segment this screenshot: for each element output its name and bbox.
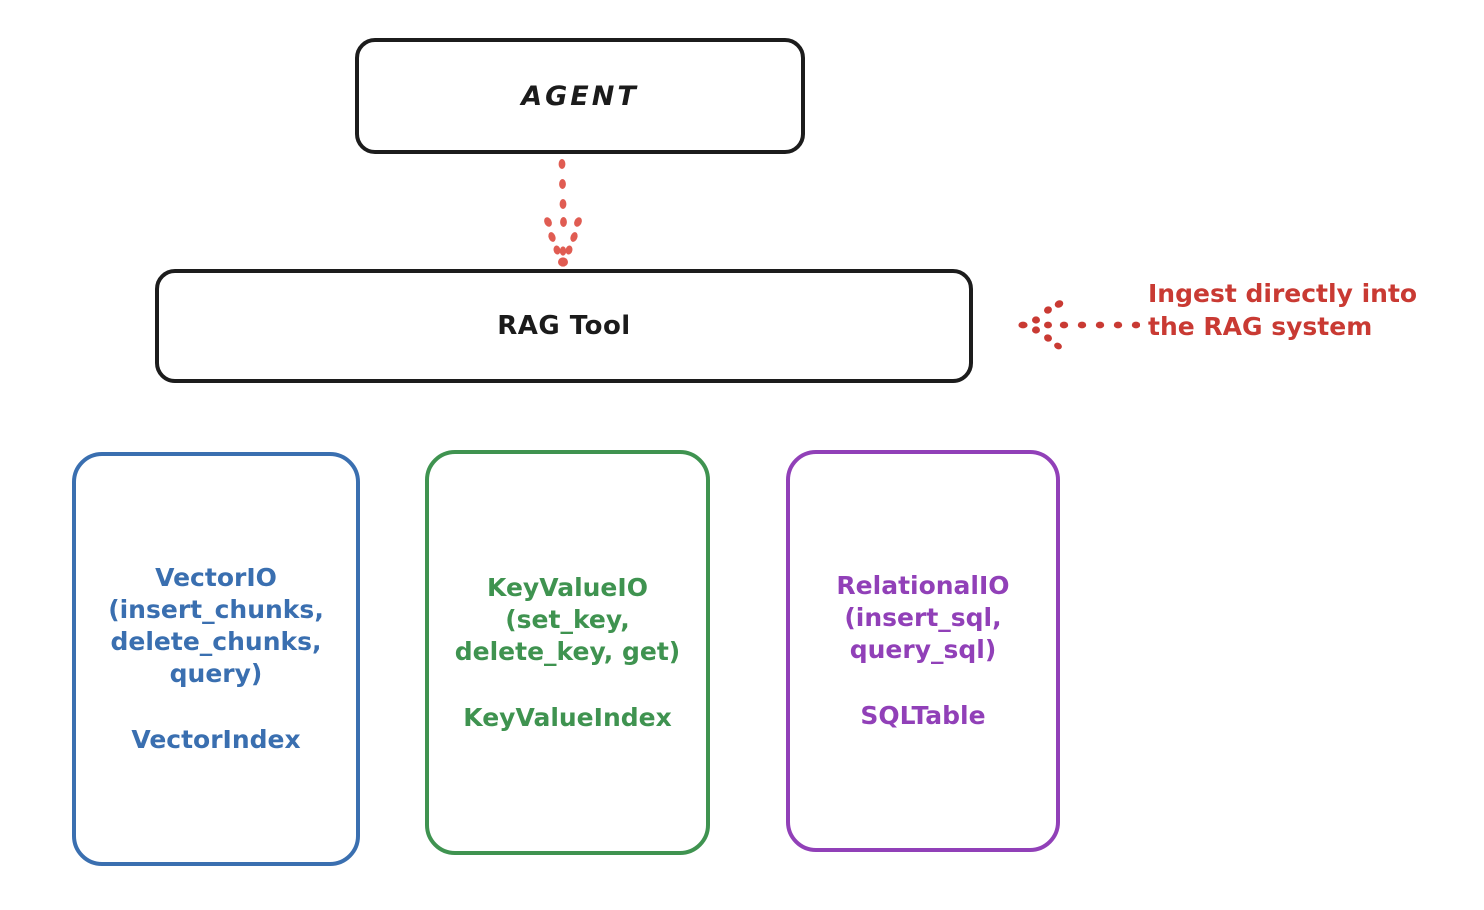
sql-table-label: SQLTable: [860, 701, 986, 730]
rag-tool-node[interactable]: RAG Tool: [155, 269, 973, 383]
key-value-io-node[interactable]: KeyValueIO (set_key, delete_key, get) Ke…: [425, 450, 710, 855]
agent-label: AGENT: [521, 80, 639, 112]
relational-io-node[interactable]: RelationalIO (insert_sql, query_sql) SQL…: [786, 450, 1060, 852]
agent-node[interactable]: AGENT: [355, 38, 805, 154]
ingest-arrow-icon: [1018, 296, 1141, 354]
vector-index-label: VectorIndex: [131, 725, 301, 754]
agent-to-rag-tool-connector: [512, 158, 612, 268]
ingest-annotation-text: Ingest directly into the RAG system: [1148, 279, 1418, 341]
vector-io-title: VectorIO (insert_chunks, delete_chunks, …: [108, 563, 324, 688]
rag-tool-label: RAG Tool: [497, 311, 631, 341]
vector-io-node[interactable]: VectorIO (insert_chunks, delete_chunks, …: [72, 452, 360, 866]
relational-io-title: RelationalIO (insert_sql, query_sql): [836, 571, 1010, 664]
key-value-index-label: KeyValueIndex: [463, 702, 672, 732]
key-value-io-title: KeyValueIO (set_key, delete_key, get): [454, 572, 681, 666]
